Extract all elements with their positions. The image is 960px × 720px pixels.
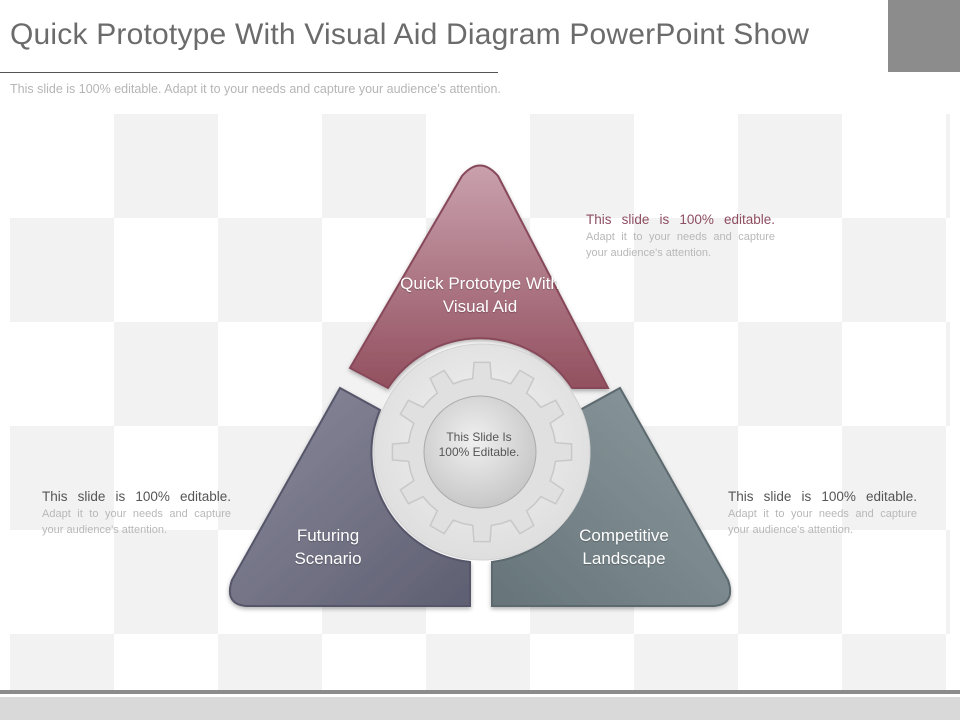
note-top-body: Adapt it to your needs and capture your … [586,231,775,259]
note-left: This slide is 100% editable. Adapt it to… [42,489,231,538]
footer-rule [0,690,960,694]
footer-band [0,697,960,720]
segment-right-label: Competitive Landscape [579,526,669,568]
segment-top [348,164,610,390]
segment-left [228,386,471,607]
segment-top-label: Quick Prototype With Visual Aid [400,274,560,316]
note-left-heading: This slide is 100% editable. [42,489,231,504]
center-label: This Slide Is 100% Editable. [438,430,520,459]
note-right: This slide is 100% editable. Adapt it to… [728,489,917,538]
note-top-heading: This slide is 100% editable. [586,212,775,227]
note-top: This slide is 100% editable. Adapt it to… [586,212,775,261]
note-left-body: Adapt it to your needs and capture your … [42,508,231,536]
page-title: Quick Prototype With Visual Aid Diagram … [10,18,810,51]
title-divider [0,72,498,73]
center-hub [423,395,537,509]
segment-left-label: Futuring Scenario [294,526,362,568]
note-right-heading: This slide is 100% editable. [728,489,917,504]
corner-accent-box [888,0,960,72]
page-subtitle: This slide is 100% editable. Adapt it to… [10,82,501,96]
note-right-body: Adapt it to your needs and capture your … [728,508,917,536]
